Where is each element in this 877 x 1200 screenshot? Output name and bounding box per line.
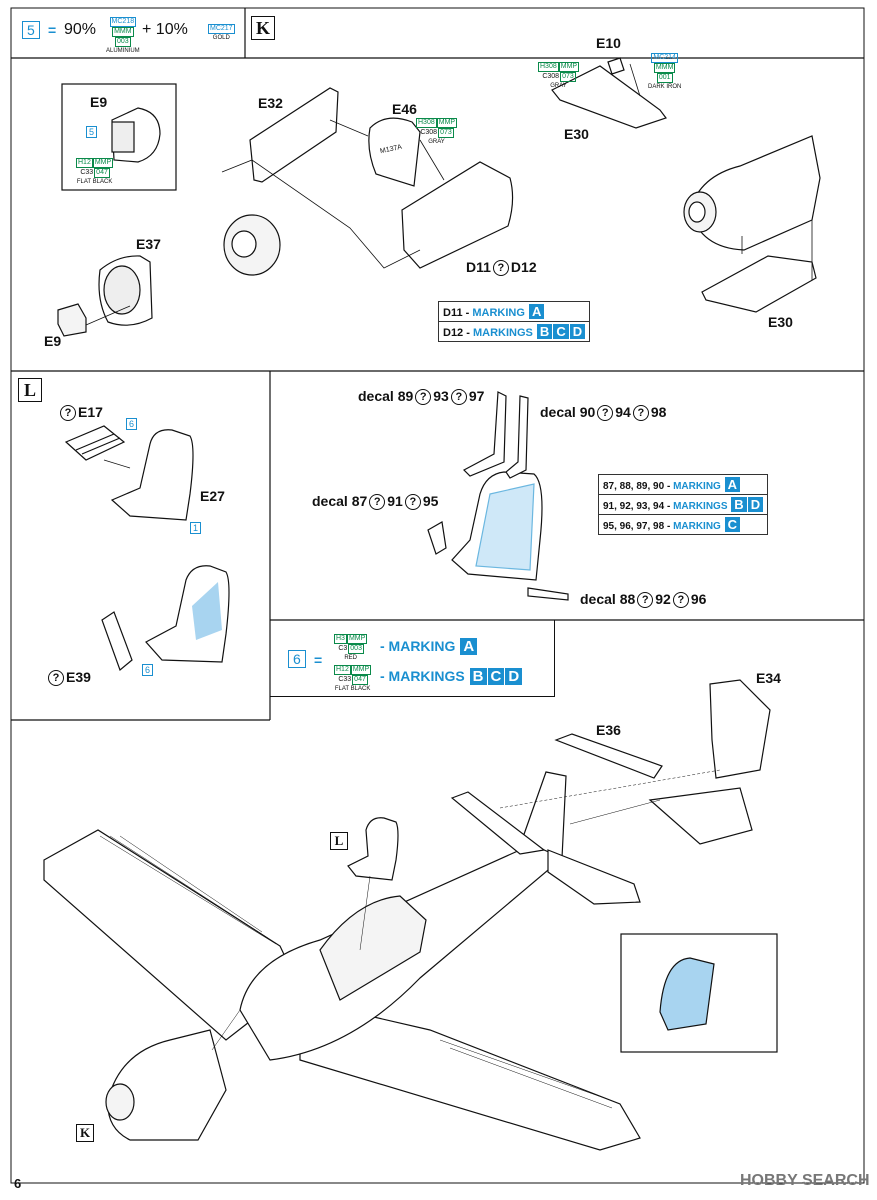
or-icon: ?	[632, 405, 649, 422]
e10-paint-dark-iron: MC214 MMM 001 DARK IRON	[648, 53, 682, 90]
or-icon: ?	[597, 405, 614, 422]
mix-percent-1: 90%	[64, 21, 97, 38]
mix-number-badge: 5	[22, 21, 40, 39]
k-marking-row: D11 - MARKING A	[439, 302, 590, 322]
part-e46: E46	[392, 101, 417, 117]
mix-paint-gold: MC217 GOLD	[208, 24, 235, 41]
mix-paint-aluminium: MC218 MMM 003 ALUMINIUM	[106, 17, 140, 54]
or-icon: ?	[369, 494, 386, 511]
part-e37: E37	[136, 236, 161, 252]
part-e36: E36	[596, 722, 621, 738]
part-e17: ?E17	[58, 404, 103, 422]
part-e9-inset: E9	[90, 94, 108, 110]
e39-paint-number: 6	[142, 664, 154, 676]
decal-marking-row: 95, 96, 97, 98 - MARKING C	[599, 515, 767, 534]
mix-percent-2: + 10%	[142, 21, 188, 38]
e27-paint-number: 1	[190, 522, 202, 534]
decal-marking-row: 87, 88, 89, 90 - MARKING A	[599, 475, 768, 495]
part-e9: E9	[44, 333, 62, 349]
part-e30-bottom: E30	[768, 314, 793, 330]
or-icon: ?	[404, 494, 421, 511]
page-number: 6	[14, 1176, 22, 1191]
part-e30-top: E30	[564, 126, 589, 142]
watermark: HOBBY SEARCH	[740, 1172, 870, 1189]
legend-row-a: - MARKING A	[380, 638, 478, 655]
part-e27: E27	[200, 488, 225, 504]
or-icon: ?	[672, 592, 689, 609]
part-e34: E34	[756, 670, 781, 686]
legend-6-equals: =	[314, 652, 323, 668]
section-k-reference: K	[76, 1124, 94, 1142]
question-icon: ?	[60, 405, 76, 422]
legend-6-box	[270, 620, 555, 697]
legend-6-number: 6	[288, 650, 306, 668]
decal-label-90: decal 90?94?98	[540, 404, 667, 422]
or-icon: ?	[415, 389, 432, 406]
decal-label-89: decal 89?93?97	[358, 388, 485, 406]
section-l-marker: L	[18, 378, 42, 402]
or-icon: ?	[492, 260, 509, 277]
section-k-marker: K	[251, 16, 275, 40]
e17-paint-number: 6	[126, 418, 138, 430]
decal-label-88: decal 88?92?96	[580, 591, 707, 609]
part-d11-d12: D11?D12	[466, 259, 537, 277]
part-e39: ?E39	[46, 669, 91, 687]
part-e10: E10	[596, 35, 621, 51]
or-icon: ?	[637, 592, 654, 609]
decal-label-87: decal 87?91?95	[312, 493, 439, 511]
mix-equals: =	[48, 22, 57, 38]
or-icon: ?	[450, 389, 467, 406]
question-icon: ?	[48, 670, 64, 687]
part-e32: E32	[258, 95, 283, 111]
e9-paint-number: 5	[86, 126, 98, 138]
section-l-reference: L	[330, 832, 348, 850]
decal-marking-table: 87, 88, 89, 90 - MARKING A 91, 92, 93, 9…	[598, 474, 769, 535]
